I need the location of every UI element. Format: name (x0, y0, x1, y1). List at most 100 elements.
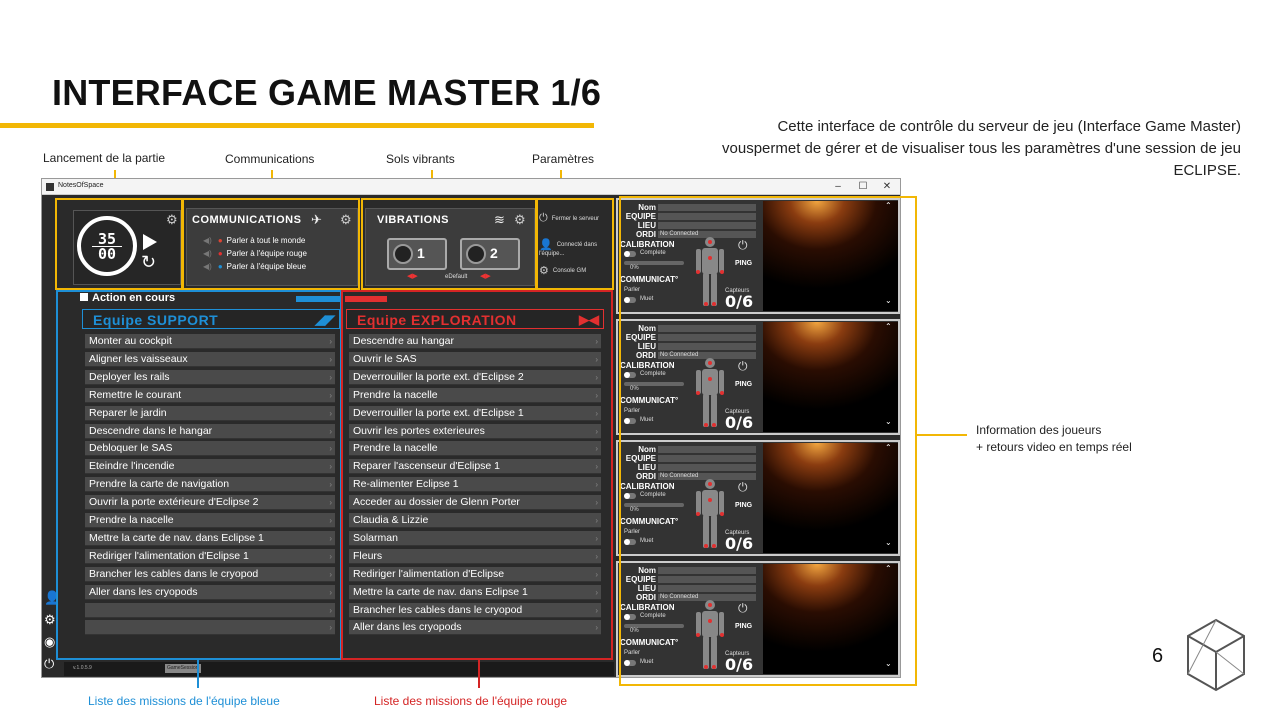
game-session-tab[interactable]: GameSession (165, 664, 201, 673)
mission-item[interactable]: Debloquer le SAS› (85, 441, 335, 457)
chevron-up-icon[interactable]: ⌃ (885, 564, 892, 573)
chevron-up-icon[interactable]: ⌃ (885, 443, 892, 452)
mission-label: Deverrouiller la porte ext. d'Eclipse 1 (353, 406, 524, 419)
close-server-button[interactable]: ⏻Fermer le serveur (539, 212, 600, 224)
mission-item[interactable]: Descendre dans le hangar› (85, 423, 335, 439)
player-place-input[interactable] (658, 464, 756, 471)
player-name-input[interactable] (658, 446, 756, 453)
mission-item[interactable]: Prendre la nacelle› (349, 441, 601, 457)
vibration-pad-2[interactable]: 2◀▶ (460, 238, 520, 280)
player-field-label: LIEU (637, 221, 656, 230)
comm-talk-red[interactable]: ◀)●Parler à l'équipe rouge (203, 249, 307, 258)
comm-talk-all[interactable]: ◀)●Parler à tout le monde (203, 236, 306, 245)
mission-item[interactable]: Claudia & Lizzie› (349, 513, 601, 528)
mission-item[interactable]: Re-alimenter Eclipse 1› (349, 477, 601, 493)
mission-item[interactable]: Reparer le jardin› (85, 405, 335, 421)
vibration-pad-1[interactable]: 1◀▶ (387, 238, 447, 280)
chevron-down-icon[interactable]: ⌄ (885, 538, 892, 547)
chevron-right-icon: › (595, 516, 598, 525)
chevron-right-icon: › (329, 480, 332, 490)
power-icon[interactable]: ⏻ (738, 238, 748, 252)
player-name-input[interactable] (658, 204, 756, 211)
talk-label[interactable]: Parler (624, 408, 641, 414)
mission-label: Prendre la nacelle (89, 514, 174, 526)
player-team-select[interactable] (658, 455, 756, 462)
mission-item[interactable]: Brancher les cables dans le cryopod› (349, 602, 601, 618)
comm-talk-blue[interactable]: ◀)●Parler à l'équipe bleue (203, 262, 307, 271)
player-name-input[interactable] (658, 325, 756, 332)
gear-icon[interactable]: ⚙ (514, 212, 526, 227)
mission-item[interactable]: Fleurs› (349, 548, 601, 564)
gear-icon[interactable]: ⚙ (44, 612, 56, 627)
chevron-down-icon[interactable]: ⌄ (885, 417, 892, 426)
chevron-up-icon[interactable]: ⌃ (885, 201, 892, 210)
mute-toggle[interactable] (624, 418, 636, 424)
player-name-input[interactable] (658, 567, 756, 574)
mission-item[interactable]: Prendre la carte de navigation› (85, 477, 335, 493)
minimize-button[interactable]: – (835, 181, 841, 192)
calibration-toggle[interactable] (624, 614, 636, 620)
power-icon[interactable]: ⏻ (738, 480, 748, 494)
mission-item[interactable]: › (85, 620, 335, 636)
mute-toggle[interactable] (624, 539, 636, 545)
mission-item[interactable]: Eteindre l'incendie› (85, 459, 335, 475)
power-icon[interactable]: ⏻ (44, 656, 55, 671)
mission-item[interactable]: Deverrouiller la porte ext. d'Eclipse 1› (349, 405, 601, 421)
player-team-select[interactable] (658, 213, 756, 220)
console-gm-button[interactable]: ⚙Console GM (539, 265, 587, 277)
power-icon[interactable]: ⏻ (738, 601, 748, 615)
play-icon[interactable] (143, 234, 157, 250)
chevron-up-icon[interactable]: ⌃ (885, 322, 892, 331)
player-place-input[interactable] (658, 585, 756, 592)
mission-item[interactable]: Rediriger l'alimentation d'Eclipse 1› (85, 548, 335, 564)
power-icon[interactable]: ⏻ (738, 359, 748, 373)
mission-item[interactable]: Aller dans les cryopods› (85, 584, 335, 600)
mission-item[interactable]: Ouvrir les portes exterieures› (349, 423, 601, 439)
calibration-toggle[interactable] (624, 493, 636, 499)
mission-item[interactable]: Descendre au hangar› (349, 334, 601, 349)
mission-item[interactable]: Prendre la nacelle› (349, 387, 601, 403)
mission-item[interactable]: Mettre la carte de nav. dans Eclipse 1› (85, 530, 335, 546)
maximize-button[interactable]: ☐ (858, 181, 868, 192)
talk-label[interactable]: Parler (624, 287, 641, 293)
mission-item[interactable]: Acceder au dossier de Glenn Porter› (349, 495, 601, 511)
mute-toggle[interactable] (624, 297, 636, 303)
restart-icon[interactable]: ↻ (141, 252, 157, 272)
player-team-select[interactable] (658, 334, 756, 341)
mission-item[interactable]: Deverrouiller la porte ext. d'Eclipse 2› (349, 369, 601, 385)
mute-toggle[interactable] (624, 660, 636, 666)
mission-item[interactable]: Solarman› (349, 530, 601, 546)
gear-icon[interactable]: ⚙ (166, 212, 178, 227)
chevron-right-icon: › (329, 390, 332, 400)
mission-item[interactable]: Aller dans les cryopods› (349, 620, 601, 636)
close-button[interactable]: ✕ (882, 181, 892, 192)
player-computer-value: No Connected (658, 231, 756, 238)
player-place-input[interactable] (658, 222, 756, 229)
connected-team-button[interactable]: 👤Connecté dans l'équipe... (539, 239, 598, 257)
mission-item[interactable]: Remettre le courant› (85, 387, 335, 403)
talk-label[interactable]: Parler (624, 529, 641, 535)
people-icon: ● (217, 236, 223, 245)
mission-item[interactable]: › (85, 602, 335, 618)
mission-item[interactable]: Deployer les rails› (85, 369, 335, 385)
player-place-input[interactable] (658, 343, 756, 350)
mission-item[interactable]: Ouvrir la porte extérieure d'Eclipse 2› (85, 495, 335, 511)
mission-item[interactable]: Aligner les vaisseaux› (85, 351, 335, 367)
gear-icon[interactable]: ⚙ (340, 212, 352, 227)
mission-item[interactable]: Monter au cockpit› (85, 334, 335, 349)
mission-item[interactable]: Rediriger l'alimentation d'Eclipse› (349, 566, 601, 582)
eye-icon[interactable]: ◉ (44, 634, 56, 649)
talk-label[interactable]: Parler (624, 650, 641, 656)
mission-item[interactable]: Brancher les cables dans le cryopod› (85, 566, 335, 582)
mission-item[interactable]: Ouvrir le SAS› (349, 351, 601, 367)
mission-item[interactable]: Mettre la carte de nav. dans Eclipse 1› (349, 584, 601, 600)
mute-label: Muet (640, 538, 654, 544)
chevron-down-icon[interactable]: ⌄ (885, 296, 892, 305)
mission-item[interactable]: Reparer l'ascenseur d'Eclipse 1› (349, 459, 601, 475)
calibration-toggle[interactable] (624, 372, 636, 378)
chevron-down-icon[interactable]: ⌄ (885, 659, 892, 668)
mission-label: Descendre dans le hangar (89, 424, 213, 437)
player-team-select[interactable] (658, 576, 756, 583)
mission-item[interactable]: Prendre la nacelle› (85, 513, 335, 528)
calibration-toggle[interactable] (624, 251, 636, 257)
